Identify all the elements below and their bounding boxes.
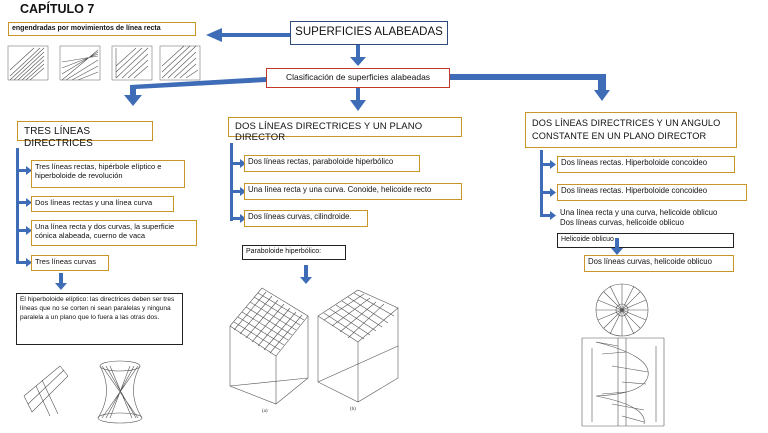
col1-header: TRES LÍNEAS DIRECTRICES [17,121,153,149]
col3-bottom-item: Dos líneas curvas, helicoide oblicuo [584,255,734,272]
right-branch-vertical [598,74,606,90]
col1-item-3: Una línea recta y dos curvas, la superfi… [31,220,197,246]
sketch-3 [111,45,153,81]
col1-note: El hiperboloide elíptico: las directrice… [16,293,183,345]
chapter-title: CAPÍTULO 7 [20,2,95,16]
col2-item-3: Dos líneas curvas, cilindroide. [244,210,368,227]
col1-item-2: Dos líneas rectas y una línea curva [31,196,174,212]
left-branch [130,77,266,95]
col2-header: DOS LÍNEAS DIRECTRICES Y UN PLANO DIRECT… [228,117,462,143]
col3-text-group: Una línea recta y una curva, helicoide o… [560,208,756,227]
sketch-4 [159,45,201,81]
col3-connector [540,150,543,216]
col3-down-arrow [611,238,623,255]
col3-header: DOS LÍNEAS DIRECTRICES Y UN ANGULO CONST… [525,112,737,148]
col3-item-4: Dos líneas curvas, helicoide oblicuo [560,217,684,227]
col1-down-arrow [55,273,67,290]
col2-down-arrow [300,265,312,284]
arrow-to-classification-shaft [356,45,360,57]
classification-box: Clasificación de superficies alabeadas [266,68,450,88]
arrow-to-classification-head [350,57,366,66]
paraboloid-label-b: (b) [350,407,356,412]
arrow-to-caption-head [206,28,222,42]
sketch-2 [59,45,101,81]
col1-item-4: Tres líneas curvas [31,255,109,271]
right-branch [450,74,606,90]
col2-arrows [230,159,246,223]
col3-item-1: Dos líneas rectas. Hiperboloide concoide… [557,156,735,173]
col1-arrows [16,166,32,267]
ruled-surface-sketches [7,45,201,81]
movements-caption: engendradas por movimientos de línea rec… [8,22,196,36]
col3-sub-box: Helicoide oblicuo [557,233,734,248]
col2-item-2: Una línea recta y una curva. Conoide, he… [244,183,462,200]
col2-figure-caption: Paraboloide hiperbólico: [242,245,346,260]
main-title: SUPERFICIES ALABEADAS [295,26,443,38]
paraboloid-a [229,287,309,405]
helicoid-figure [581,283,665,427]
arrow-to-caption-shaft [222,33,290,37]
col3-item-3: Una línea recta y una curva, helicoide o… [560,208,718,217]
col1-connector [16,148,19,264]
col3-arrows [540,160,556,220]
main-title-box: SUPERFICIES ALABEADAS [290,21,448,45]
col1-item-1: Tres líneas rectas, hipérbole elíptico e… [31,160,185,188]
middle-branch-head [350,100,366,111]
middle-branch-shaft [356,88,360,100]
sketch-1 [7,45,49,81]
right-branch-head [594,90,610,101]
col3-item-2: Dos líneas rectas. Hiperboloide concoide… [557,184,747,201]
left-branch-head [124,95,142,106]
paraboloid-b [317,289,399,403]
col2-item-1: Dos líneas rectas, paraboloide hiperbóli… [244,155,420,172]
classification-label: Clasificación de superficies alabeadas [285,72,431,82]
paraboloid-label-a: (a) [262,409,268,414]
paraboloid-figure: (a) (b) [229,287,399,414]
col2-connector [230,143,233,221]
hyperboloid-figure [23,360,143,424]
